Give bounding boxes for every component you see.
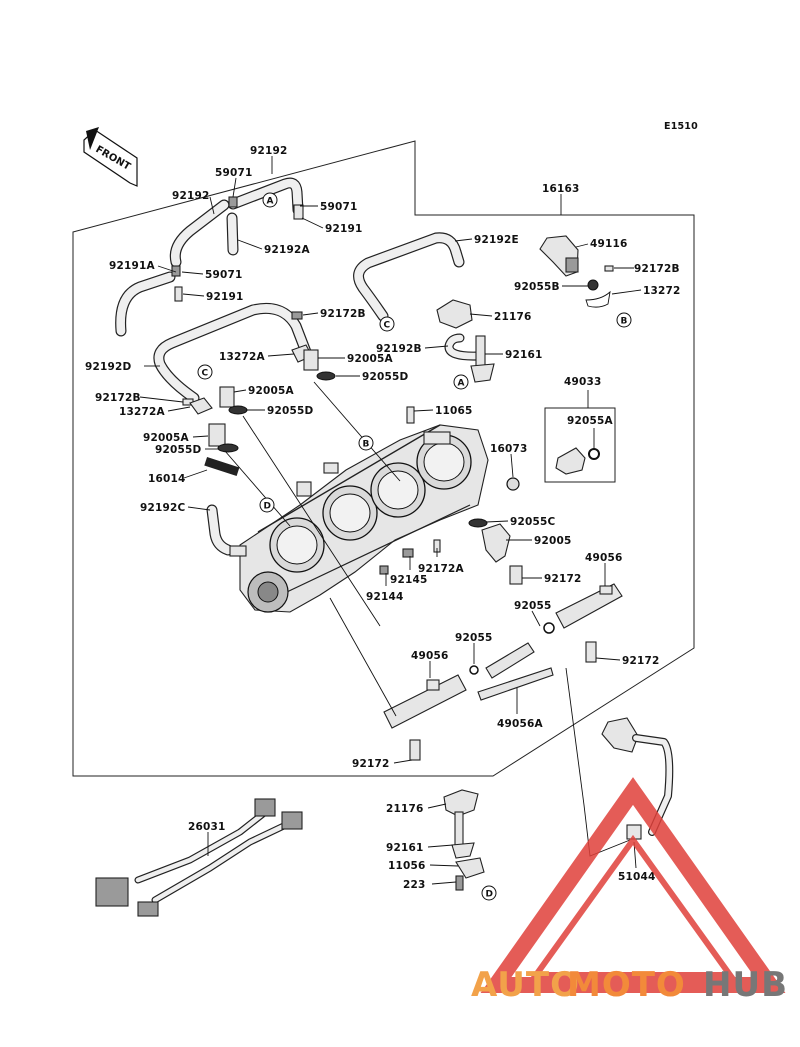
ref-marker-b-right: B	[616, 312, 632, 328]
part-label: 11065	[435, 405, 473, 417]
part-label: 92055	[455, 632, 493, 644]
part-label: 92172B	[95, 392, 141, 404]
part-label: 26031	[188, 821, 226, 833]
svg-text:B: B	[363, 440, 370, 450]
harness-51044	[565, 667, 674, 857]
svg-text:C: C	[384, 321, 391, 331]
harness-26031	[95, 798, 303, 917]
part-label: 92055D	[267, 405, 314, 417]
svg-text:AUTO: AUTO	[471, 965, 580, 1005]
throttle-body-assembly	[229, 406, 489, 613]
svg-text:D: D	[486, 890, 493, 900]
ref-marker-b-body: B	[358, 435, 374, 451]
ring-16073	[506, 477, 520, 491]
svg-text:C: C	[202, 369, 209, 379]
part-label: 92192B	[376, 343, 422, 355]
svg-text:HUB: HUB	[703, 965, 788, 1005]
part-label: 92191	[325, 223, 363, 235]
part-label: 92172	[352, 758, 390, 770]
watermark-text: AUTO MOTO HUB	[471, 965, 788, 1005]
pressure-sensor-49116	[539, 235, 614, 308]
fuel-injector-16014	[204, 456, 240, 477]
hose-92192e	[353, 232, 465, 322]
sensor-21176-upper	[436, 299, 495, 383]
ref-marker-c-upper: C	[379, 316, 395, 332]
subassembly-frame-49033	[544, 407, 616, 483]
part-label: 11056	[388, 860, 426, 872]
part-label: 223	[403, 879, 426, 891]
part-label: 92144	[366, 591, 404, 603]
part-label: 92172B	[634, 263, 680, 275]
part-label: 92005A	[143, 432, 190, 444]
part-label: 92005	[534, 535, 572, 547]
fuel-rail-49056-left	[383, 642, 554, 761]
part-label: 13272A	[219, 351, 266, 363]
part-label: 59071	[215, 167, 253, 179]
part-label: 92055	[514, 600, 552, 612]
front-direction-arrow: FRONT	[83, 127, 138, 187]
part-label: 92192C	[140, 502, 186, 514]
part-label: 49056	[411, 650, 449, 662]
part-label: 13272	[643, 285, 681, 297]
part-label: 92191A	[109, 260, 156, 272]
part-label: 92005A	[248, 385, 295, 397]
svg-text:MOTO: MOTO	[567, 965, 686, 1005]
diagram-code: E1510	[664, 121, 698, 132]
part-label: 49056	[585, 552, 623, 564]
ref-marker-a-upper: A	[262, 192, 278, 208]
svg-text:B: B	[621, 317, 628, 327]
part-label: 92192E	[474, 234, 519, 246]
part-label: 92055D	[362, 371, 409, 383]
part-label: 92192	[172, 190, 210, 202]
part-label: 51044	[618, 871, 656, 883]
part-label: 59071	[205, 269, 243, 281]
part-label: 92192	[250, 145, 288, 157]
svg-text:A: A	[267, 197, 274, 207]
part-label: 92055A	[567, 415, 614, 427]
svg-text:D: D	[264, 502, 271, 512]
part-label: 92055B	[514, 281, 560, 293]
fuel-rail-49056-right	[543, 583, 623, 663]
part-label: 92055D	[155, 444, 202, 456]
ref-marker-a-lower: A	[453, 374, 469, 390]
assembly-frame	[72, 140, 695, 777]
part-label: 92161	[505, 349, 543, 361]
part-label-group: 92192 59071 92192 59071 92191 92192A 921…	[85, 145, 681, 891]
part-label: 92192A	[264, 244, 311, 256]
sensor-21176-lower	[443, 789, 485, 891]
part-label: 16014	[148, 473, 186, 485]
part-label: 49116	[590, 238, 628, 250]
part-label: 92161	[386, 842, 424, 854]
hose-92192d	[153, 302, 312, 404]
ref-marker-d-body: D	[259, 497, 275, 513]
part-label: 92005A	[347, 353, 394, 365]
sensor-49033	[555, 447, 600, 475]
part-label: 21176	[386, 803, 424, 815]
part-label: 21176	[494, 311, 532, 323]
part-label: 92145	[390, 574, 428, 586]
ref-marker-d-lower: D	[481, 885, 497, 901]
part-label: 59071	[320, 201, 358, 213]
part-label: 13272A	[119, 406, 166, 418]
part-label: 92172	[544, 573, 582, 585]
part-label: 92172B	[320, 308, 366, 320]
part-label: 92191	[206, 291, 244, 303]
vacuum-fittings	[182, 311, 336, 453]
part-label: 49056A	[497, 718, 544, 730]
part-label: 92172	[622, 655, 660, 667]
sensor-92005	[468, 518, 523, 585]
part-label: 92055C	[510, 516, 556, 528]
ref-marker-c-lower: C	[197, 364, 213, 380]
vacuum-hoses-upper	[115, 177, 304, 337]
hose-92192c	[206, 504, 234, 556]
part-label: 16073	[490, 443, 528, 455]
watermark-logo	[480, 777, 786, 993]
part-label: 92172A	[418, 563, 465, 575]
part-label: 16163	[542, 183, 580, 195]
svg-text:A: A	[458, 379, 465, 389]
part-label: 92192D	[85, 361, 132, 373]
part-label: 49033	[564, 376, 602, 388]
